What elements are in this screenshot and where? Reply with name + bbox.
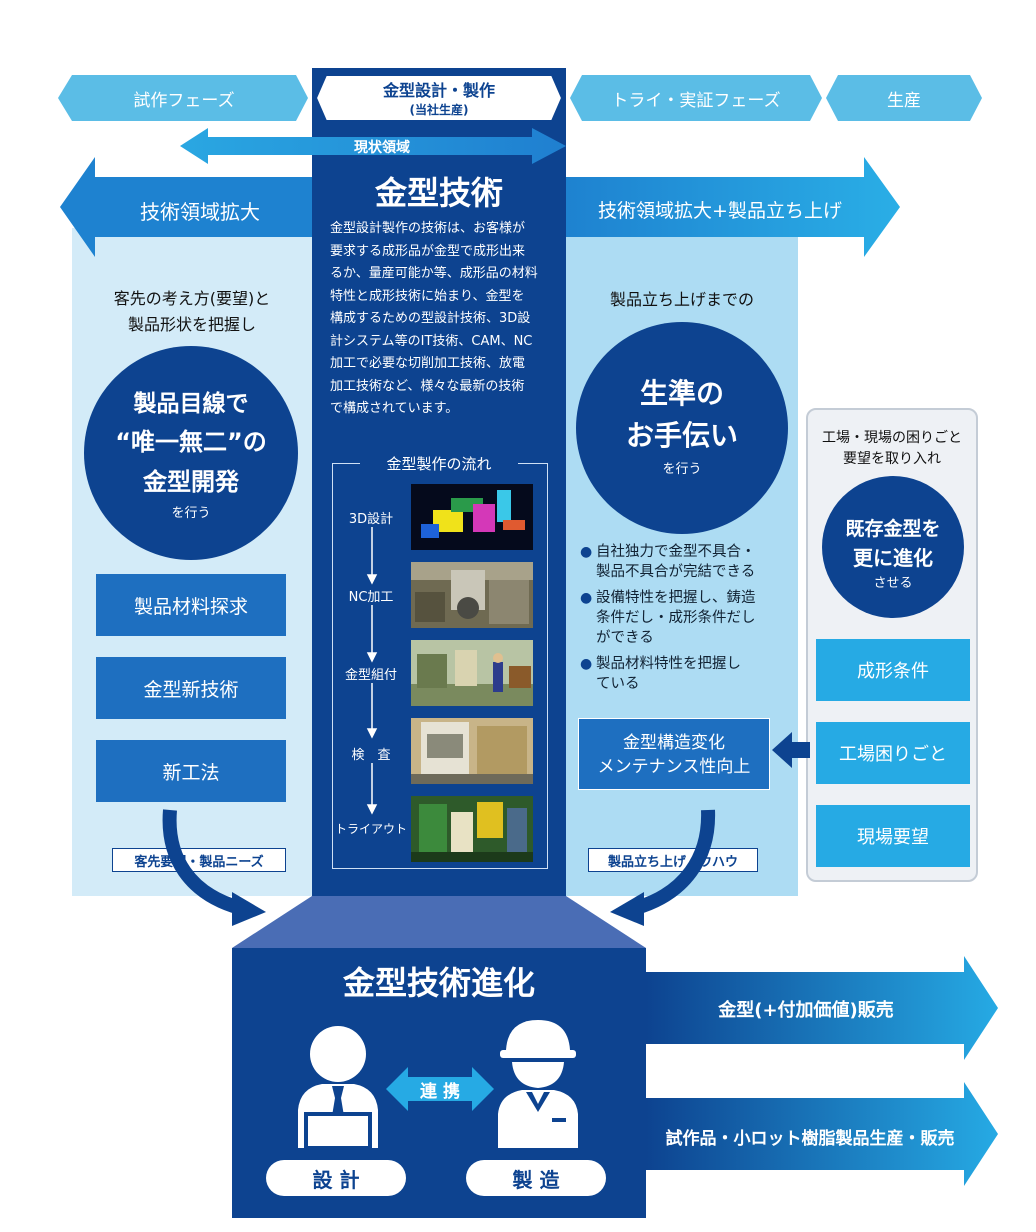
flow-title: 金型製作の流れ <box>360 453 518 474</box>
bullet-item: ● 製品材料特性を把握している <box>580 654 794 694</box>
bullet-text: 自社独力で金型不具合・ <box>596 544 756 560</box>
flow-step-nc: NC加工 <box>348 590 394 605</box>
desc-line: 要求する成形品が金型で成形出来 <box>330 243 526 259</box>
desc-line: るか、量産可能か等、成形品の材料 <box>330 266 538 281</box>
right-circle: 生準の お手伝い を行う <box>576 322 788 534</box>
phase-mold-line2: (当社生産) <box>409 103 469 117</box>
desc-line: 特性と成形技術に始まり、金型を <box>330 288 525 304</box>
bullet-dot-icon: ● <box>580 544 593 560</box>
desc-line: 加工で必要な切削加工技術、放電 <box>330 356 526 371</box>
link-arrow <box>386 1067 494 1111</box>
right-box-line1: 金型構造変化 <box>623 733 725 753</box>
right-intro: 製品立ち上げまでの <box>609 290 754 309</box>
photo-mold-assembly <box>411 640 533 706</box>
right-expand-arrow <box>566 157 900 257</box>
desc-line: 金型設計製作の技術は、お客様が <box>330 221 526 236</box>
phase-prototype: 試作フェーズ <box>133 90 235 111</box>
flow-step-3d: 3D設計 <box>348 512 394 527</box>
right-expand-label: 技術領域拡大+製品立ち上げ <box>598 200 842 222</box>
bullet-dot-icon: ● <box>580 590 593 606</box>
designer-icon <box>298 1026 378 1148</box>
output-label-1: 金型(+付加価値)販売 <box>718 1000 894 1021</box>
right-circle-line3: を行う <box>662 462 702 477</box>
current-domain-label: 現状領域 <box>354 140 410 156</box>
left-intro-line2: 製品形状を把握し <box>127 315 256 334</box>
photo-inspection <box>411 718 533 784</box>
bullet-dot-icon: ● <box>580 656 593 672</box>
desc-line: で構成されています。 <box>330 401 459 416</box>
right-box-line2: メンテナンス性向上 <box>597 757 751 777</box>
bullet-text: 条件だし・成形条件だし <box>596 610 756 626</box>
desc-line: 構成するための型設計技術、3D設 <box>330 311 531 326</box>
output-label-2: 試作品・小ロット樹脂製品生産・販売 <box>665 1129 955 1149</box>
center-title: 金型技術 <box>374 174 503 212</box>
phase-banners <box>58 74 982 122</box>
left-circle-line2: “唯一無二”の <box>115 428 267 456</box>
engineer-icon <box>498 1020 578 1148</box>
link-label: 連 携 <box>420 1082 460 1102</box>
left-circle: 製品目線で “唯一無二”の 金型開発 を行う <box>84 346 298 560</box>
output-arrow-2 <box>646 1082 998 1186</box>
bullet-text: 設備特性を把握し、鋳造 <box>596 590 756 606</box>
phase-production: 生産 <box>887 90 921 111</box>
tag-launch-knowhow: 製品立ち上げノウハウ <box>588 848 758 872</box>
far-right-circle-line1: 既存金型を <box>845 518 941 540</box>
curve-arrow-right-icon <box>610 809 716 926</box>
photo-3d-design <box>411 484 533 550</box>
desc-line: 加工技術など、様々な最新の技術 <box>330 378 525 394</box>
flow-connectors <box>366 527 378 815</box>
phase-mold: 金型設計・製作 (当社生産) <box>316 77 562 118</box>
flow-step-tryout: トライアウト <box>335 822 408 836</box>
phase-trial: トライ・実証フェーズ <box>611 90 781 111</box>
far-right-circle: 既存金型を 更に進化 させる <box>822 476 964 618</box>
phase-mold-line1: 金型設計・製作 <box>382 81 495 100</box>
far-right-circle-line3: させる <box>873 576 913 591</box>
left-intro-line1: 客先の考え方(要望)と <box>113 289 271 308</box>
bullet-text: ている <box>596 676 640 692</box>
btn-new-method: 新工法 <box>96 740 286 802</box>
flow-step-inspection: 検 査 <box>351 748 391 763</box>
left-expand-arrow <box>60 157 312 257</box>
far-right-intro: 工場・現場の困りごと 要望を取り入れ <box>806 428 978 470</box>
btn-factory-issues: 工場困りごと <box>816 722 970 784</box>
bullet-item: ● 設備特性を把握し、鋳造条件だし・成形条件だしができる <box>580 588 794 648</box>
left-circle-line3: 金型開発 <box>143 468 239 496</box>
right-bullets: ● 自社独力で金型不具合・製品不具合が完結できる ● 設備特性を把握し、鋳造条件… <box>580 542 794 694</box>
right-circle-line2: お手伝い <box>625 419 738 452</box>
far-right-intro-line1: 工場・現場の困りごと <box>822 430 962 446</box>
left-arrow-icon <box>772 732 810 768</box>
flow-step-assembly: 金型組付 <box>344 668 397 683</box>
design-pill: 設 計 <box>266 1160 406 1196</box>
photo-nc-machining <box>411 562 533 628</box>
btn-site-requests: 現場要望 <box>816 805 970 867</box>
bullet-item: ● 自社独力で金型不具合・製品不具合が完結できる <box>580 542 794 582</box>
bullet-text: 製品不具合が完結できる <box>596 564 756 580</box>
center-description: 金型設計製作の技術は、お客様が 要求する成形品が金型で成形出来 るか、量産可能か… <box>330 218 552 421</box>
desc-line: 計システム等のIT技術、CAM、NC <box>330 333 533 349</box>
right-circle-line1: 生準の <box>639 377 724 410</box>
tag-customer-needs: 客先要望・製品ニーズ <box>112 848 286 872</box>
far-right-circle-line2: 更に進化 <box>853 546 933 570</box>
left-intro: 客先の考え方(要望)と 製品形状を把握し <box>72 286 312 338</box>
far-right-intro-line2: 要望を取り入れ <box>843 451 941 467</box>
manufacture-pill: 製 造 <box>466 1160 606 1196</box>
left-circle-line4: を行う <box>171 506 211 521</box>
photo-tryout <box>411 796 533 862</box>
bottom-title: 金型技術進化 <box>342 964 535 1002</box>
bullet-text: ができる <box>596 630 654 646</box>
btn-molding-conditions: 成形条件 <box>816 639 970 701</box>
bottom-trapezoid <box>232 896 646 948</box>
btn-mold-new-tech: 金型新技術 <box>96 657 286 719</box>
btn-product-material: 製品材料探求 <box>96 574 286 636</box>
left-expand-label: 技術領域拡大 <box>140 200 260 224</box>
bullet-text: 製品材料特性を把握し <box>596 656 741 672</box>
right-structure-box: 金型構造変化 メンテナンス性向上 <box>578 718 770 790</box>
output-arrow-1 <box>646 956 998 1060</box>
current-domain-arrow <box>180 128 566 164</box>
left-circle-line1: 製品目線で <box>133 391 249 417</box>
curve-arrow-left-icon <box>162 809 266 926</box>
